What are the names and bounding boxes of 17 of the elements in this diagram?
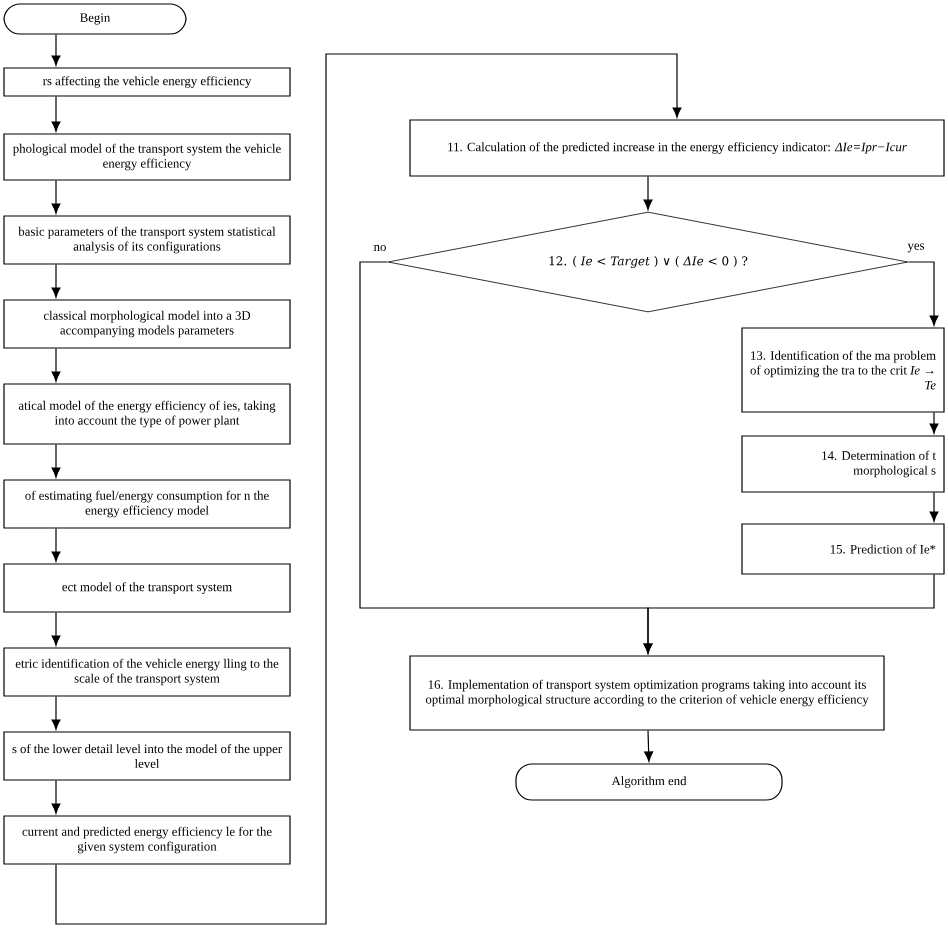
arrow	[51, 528, 61, 562]
arrow	[51, 96, 61, 132]
arrow	[51, 612, 61, 646]
arrow	[51, 696, 61, 730]
arrow	[55, 53, 682, 925]
arrow	[929, 412, 939, 434]
arrow	[644, 730, 654, 762]
arrow	[51, 264, 61, 298]
arrow	[51, 180, 61, 214]
arrow	[51, 348, 61, 382]
arrow	[51, 444, 61, 478]
arrow	[51, 34, 61, 66]
arrow	[929, 492, 939, 522]
arrow	[51, 780, 61, 814]
arrow	[643, 176, 653, 210]
arrow	[907, 261, 939, 326]
arrow	[643, 574, 935, 654]
